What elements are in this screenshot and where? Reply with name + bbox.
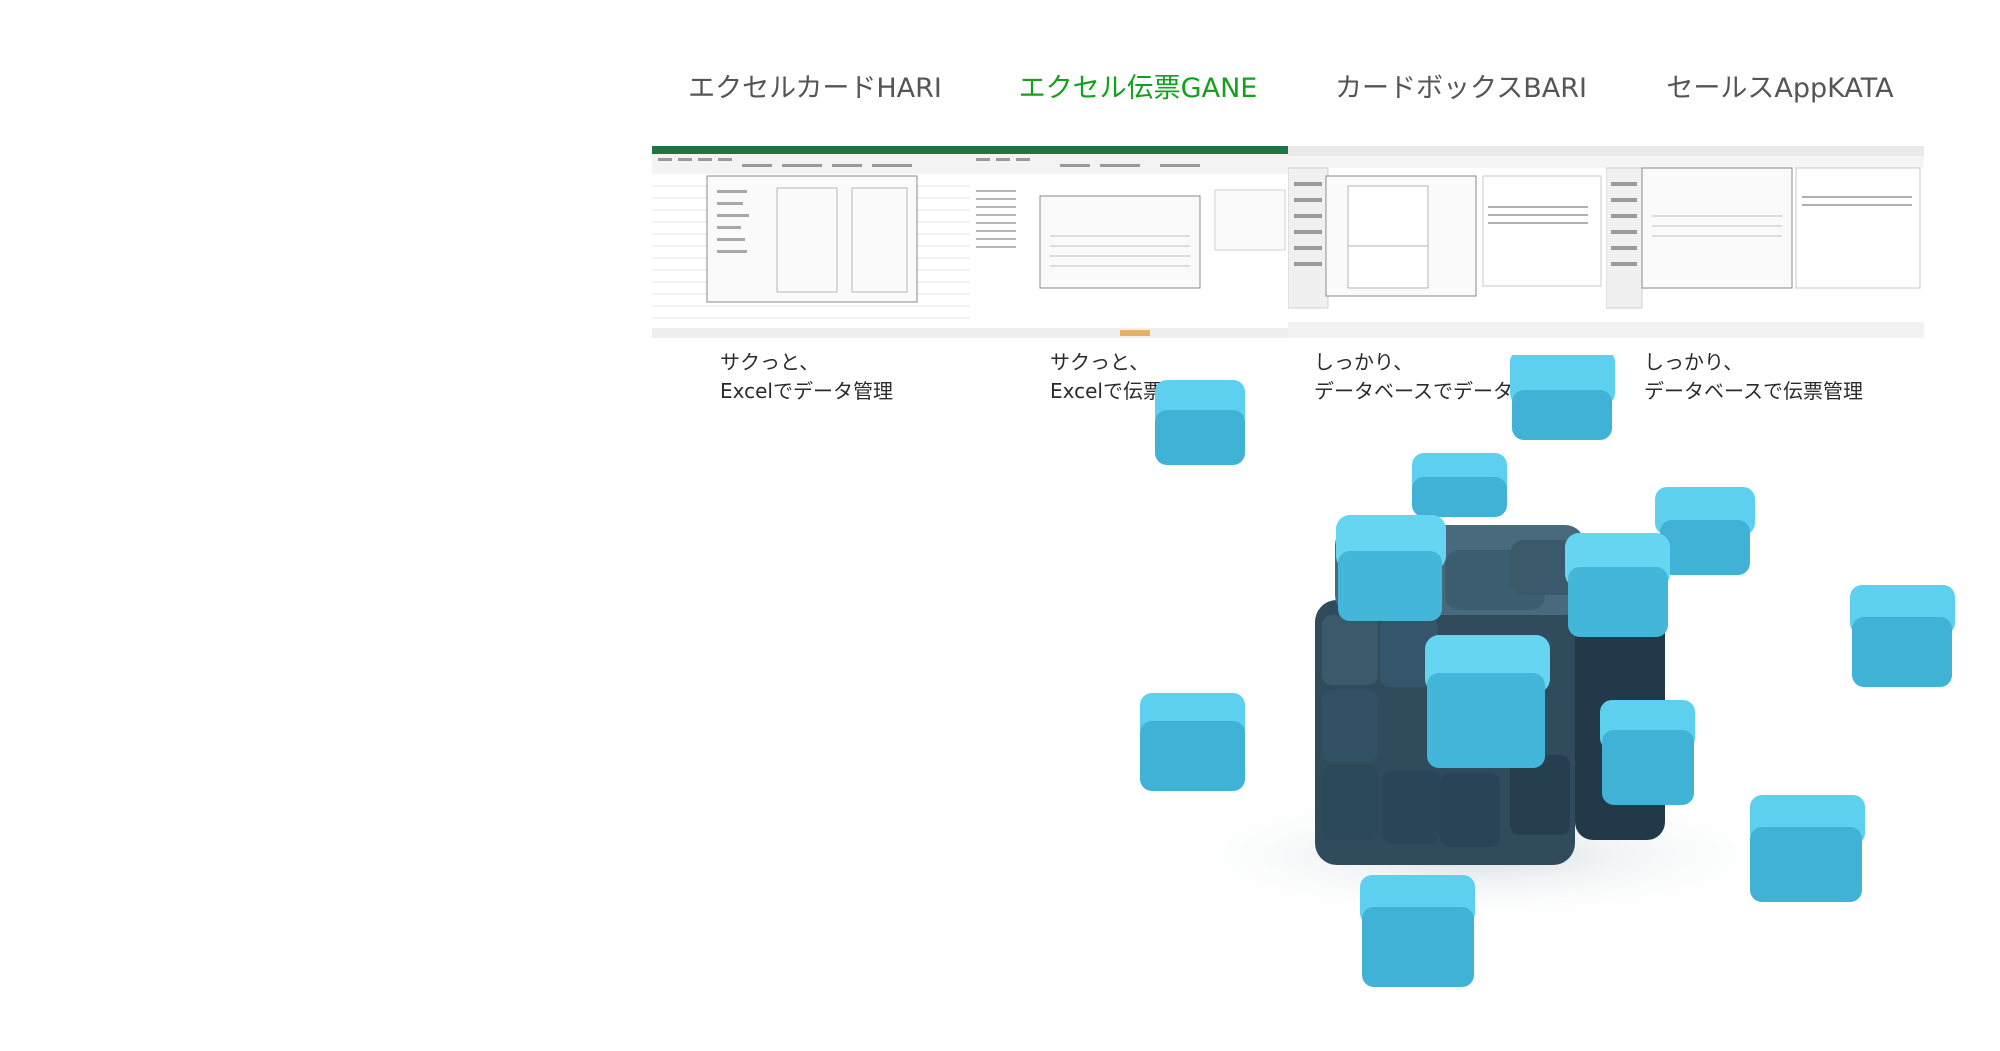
caption-line: Excelでデータ管理 (720, 379, 893, 403)
caption-excel-card-hari: サクっと、 Excelでデータ管理 (720, 348, 1020, 406)
cube-cluster-illustration (1100, 350, 1980, 1015)
tab-sales-app-kata[interactable]: セールスAppKATA (1666, 73, 1894, 104)
screenshot-excel-card-hari[interactable] (652, 146, 971, 338)
tab-excel-denpyo-gane[interactable]: エクセル伝票GANE (1018, 73, 1258, 104)
screenshot-sales-app-kata[interactable] (1606, 146, 1924, 338)
tab-excel-card-hari[interactable]: エクセルカードHARI (688, 73, 942, 104)
caption-line: サクっと、 (1050, 350, 1150, 374)
screenshot-card-box-bari[interactable] (1288, 146, 1607, 338)
caption-line: データベースで伝票管理 (1644, 379, 1863, 403)
product-tabs: エクセルカードHARI エクセル伝票GANE カードボックスBARI セールスA… (655, 66, 1940, 112)
screenshot-excel-denpyo-gane[interactable] (970, 146, 1289, 338)
product-screenshot-strip (652, 146, 1924, 338)
caption-line: しっかり、 (1644, 350, 1744, 374)
caption-sales-app-kata: しっかり、 データベースで伝票管理 (1644, 348, 1944, 406)
tab-card-box-bari[interactable]: カードボックスBARI (1335, 73, 1587, 104)
caption-line: しっかり、 (1314, 350, 1414, 374)
caption-line: サクっと、 (720, 350, 820, 374)
